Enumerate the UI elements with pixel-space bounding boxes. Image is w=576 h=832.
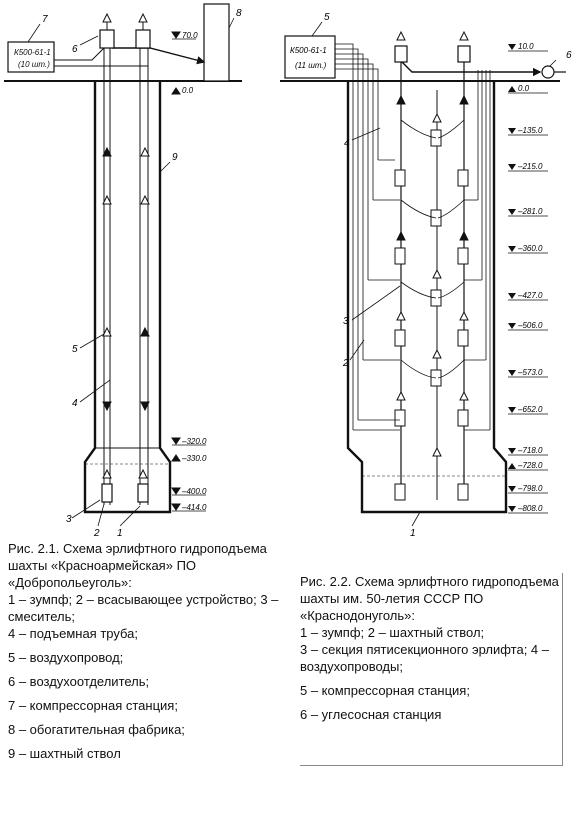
left-num-4: 4 xyxy=(72,398,78,409)
caption-right-item: 1 – зумпф; 2 – шахтный ствол; xyxy=(300,625,485,640)
level-marker-icon xyxy=(508,506,516,512)
right-level-label: –798.0 xyxy=(517,484,543,493)
right-compressor-station xyxy=(284,35,336,79)
caption-left-item: 7 – компрессорная станция; xyxy=(8,698,178,713)
airlift-diagrams: К500-61-1 (10 шт.) 70.0 0.0 –320.0 –330.… xyxy=(4,3,572,539)
left-shaft xyxy=(83,81,172,514)
caption-right-title: Рис. 2.2. Схема эрлифтного гидроподъема … xyxy=(300,574,559,623)
left-compressor-station xyxy=(7,41,55,73)
left-compressor-count: (10 шт.) xyxy=(18,60,50,69)
caption-left-item: 5 – воздухопровод; xyxy=(8,650,124,665)
left-num-6: 6 xyxy=(72,44,78,55)
right-level-label: –573.0 xyxy=(517,368,543,377)
caption-left: Рис. 2.1. Схема эрлифтного гидроподъема … xyxy=(8,540,280,762)
left-level-400: –400.0 xyxy=(181,487,207,496)
left-num-5: 5 xyxy=(72,344,78,355)
right-level-label: –728.0 xyxy=(517,461,543,470)
left-num-1: 1 xyxy=(117,528,123,539)
processing-plant-building xyxy=(203,3,230,82)
right-level-label: –506.0 xyxy=(517,321,543,330)
right-shaft xyxy=(346,81,508,514)
right-num-4: 4 xyxy=(344,138,350,149)
level-marker-icon xyxy=(508,128,516,134)
left-figure xyxy=(4,3,242,527)
level-marker-icon xyxy=(508,448,516,454)
caption-right-item: 3 – секция пятисекционного эрлифта; 4 – … xyxy=(300,642,550,674)
left-num-3: 3 xyxy=(66,514,72,525)
level-marker-icon xyxy=(508,209,516,215)
level-marker-icon xyxy=(508,246,516,252)
level-marker-icon xyxy=(508,463,516,469)
right-level-label: –281.0 xyxy=(517,207,543,216)
right-num-2: 2 xyxy=(342,358,349,369)
caption-left-item: 9 – шахтный ствол xyxy=(8,746,121,761)
right-num-3: 3 xyxy=(343,316,349,327)
right-level-markers: 10.0 0.0 –135.0 –215.0 –281.0 –360.0 –427.0 –50… xyxy=(508,42,548,514)
level-marker-icon xyxy=(508,293,516,299)
level-marker-icon xyxy=(508,370,516,376)
right-num-5: 5 xyxy=(324,12,330,23)
level-marker-icon xyxy=(508,164,516,170)
right-level-label: –427.0 xyxy=(517,291,543,300)
level-marker-icon xyxy=(508,407,516,413)
left-level-70: 70.0 xyxy=(182,31,198,40)
left-level-320: –320.0 xyxy=(181,437,207,446)
right-level-label: –718.0 xyxy=(517,446,543,455)
right-level-label: –135.0 xyxy=(517,126,543,135)
level-marker-icon xyxy=(508,486,516,492)
left-level-0: 0.0 xyxy=(182,86,194,95)
level-marker-icon xyxy=(508,44,516,50)
caption-left-item: 6 – воздухоотделитель; xyxy=(8,674,150,689)
right-level-label: –215.0 xyxy=(517,162,543,171)
right-figure xyxy=(280,21,566,527)
left-level-414: –414.0 xyxy=(181,503,207,512)
right-level-label: –808.0 xyxy=(517,504,543,513)
left-num-7: 7 xyxy=(42,14,48,25)
level-marker-icon xyxy=(508,323,516,329)
left-compressor-label: К500-61-1 xyxy=(14,48,51,57)
level-marker-icon xyxy=(508,86,516,92)
left-level-330: –330.0 xyxy=(181,454,207,463)
right-level-label: 0.0 xyxy=(518,84,530,93)
left-num-9: 9 xyxy=(172,152,178,163)
right-compressor-label: К500-61-1 xyxy=(290,46,327,55)
caption-right: Рис. 2.2. Схема эрлифтного гидроподъема … xyxy=(300,573,563,766)
caption-right-item: 6 – углесосная станция xyxy=(300,707,442,722)
caption-left-item: 4 – подъемная труба; xyxy=(8,626,138,641)
left-num-8: 8 xyxy=(236,8,242,19)
right-level-label: 10.0 xyxy=(518,42,534,51)
right-num-1: 1 xyxy=(410,528,416,539)
right-num-6: 6 xyxy=(566,50,572,61)
right-level-label: –652.0 xyxy=(517,405,543,414)
caption-left-item: 8 – обогатительная фабрика; xyxy=(8,722,185,737)
caption-left-item: 1 – зумпф; 2 – всасывающее устройство; 3… xyxy=(8,592,279,624)
caption-right-item: 5 – компрессорная станция; xyxy=(300,683,470,698)
caption-left-title: Рис. 2.1. Схема эрлифтного гидроподъема … xyxy=(8,541,267,590)
right-compressor-count: (11 шт.) xyxy=(295,61,327,70)
right-level-label: –360.0 xyxy=(517,244,543,253)
left-num-2: 2 xyxy=(93,528,100,539)
